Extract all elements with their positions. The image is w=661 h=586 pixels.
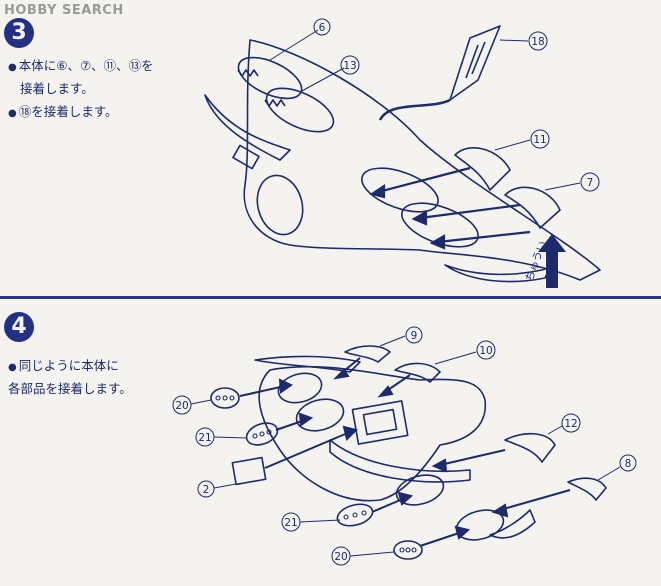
step-3-badge: 3	[4, 18, 34, 48]
part-12	[504, 432, 556, 463]
arrow-7b	[437, 230, 531, 244]
part-8	[567, 477, 607, 501]
part-18-tail-fin	[449, 25, 501, 101]
hobby-search-watermark: HOBBY SEARCH	[4, 3, 124, 18]
svg-text:8: 8	[625, 458, 632, 470]
svg-text:18: 18	[531, 36, 544, 48]
callout-13: 13	[299, 55, 360, 93]
arrow-7a	[419, 203, 521, 220]
step-divider	[0, 296, 661, 299]
side-ridge	[329, 439, 471, 483]
lower-fin	[489, 509, 536, 539]
callout-2: 2	[197, 480, 237, 498]
bullet-icon: ●	[8, 362, 17, 373]
svg-text:2: 2	[203, 484, 210, 496]
svg-text:12: 12	[564, 418, 577, 430]
nozzle-3	[395, 474, 445, 506]
step-3-text-1: 本体に⑥、⑦、⑪、⑬を	[18, 58, 154, 73]
step-3-text-3: ⑱を接着します。	[18, 104, 118, 119]
arrow-11	[377, 166, 471, 194]
callout-8: 8	[597, 454, 637, 481]
part-20-b	[393, 540, 423, 560]
part-9	[344, 345, 391, 363]
callout-20-a: 20	[172, 395, 212, 415]
step-3-instruction-1: ●本体に⑥、⑦、⑪、⑬を	[8, 52, 154, 81]
svg-text:6: 6	[319, 22, 326, 34]
callout-11: 11	[494, 129, 550, 151]
svg-text:21: 21	[284, 517, 297, 529]
center-block	[351, 400, 409, 445]
ship-wing-upper	[204, 94, 291, 161]
part-18-guide-line	[378, 98, 451, 121]
engine-pod-2	[265, 87, 335, 133]
part-2-plate	[231, 456, 267, 486]
step-4-badge: 4	[4, 312, 34, 342]
part-21-b	[336, 503, 374, 527]
step-4-panel: 4 ●同じように本体に 各部品を接着します。	[0, 300, 661, 586]
svg-text:11: 11	[533, 134, 546, 146]
bullet-icon: ●	[8, 62, 17, 73]
nozzle-1	[277, 372, 323, 404]
step-4-text-1: 同じように本体に	[18, 358, 119, 373]
part-21-a	[245, 422, 279, 446]
svg-text:20: 20	[334, 551, 347, 563]
engine-pod-3	[361, 167, 439, 213]
svg-text:20: 20	[175, 400, 188, 412]
svg-text:21: 21	[198, 432, 211, 444]
step-4-text-2: 各部品を接着します。	[8, 381, 132, 396]
callout-6: 6	[269, 18, 331, 61]
callout-10: 10	[434, 340, 496, 365]
nozzle-2	[295, 398, 345, 432]
svg-text:10: 10	[479, 345, 492, 357]
bullet-icon: ●	[8, 108, 17, 119]
part-11-intake	[454, 146, 511, 191]
step-3-instruction-3: ●⑱を接着します。	[8, 98, 118, 127]
engine-pod-1	[237, 56, 303, 100]
ship-body	[243, 39, 601, 281]
part-7-intake	[504, 186, 561, 229]
callout-9: 9	[379, 326, 423, 347]
step-4-instruction-1: ●同じように本体に	[8, 352, 119, 381]
callout-12: 12	[547, 413, 581, 435]
step-3-diagram: ちゅうい 6 13 18 11 7	[204, 18, 601, 288]
part-20-a	[210, 387, 240, 409]
step-3-text-2: 接着します。	[20, 81, 94, 96]
callout-7: 7	[544, 172, 600, 192]
svg-text:13: 13	[343, 60, 356, 72]
callout-21-b: 21	[281, 512, 341, 532]
callout-18: 18	[499, 31, 548, 51]
cockpit	[256, 174, 304, 236]
upper-fin	[254, 355, 361, 373]
callout-20-b: 20	[331, 546, 395, 566]
part-10	[394, 362, 441, 383]
svg-text:9: 9	[411, 330, 418, 342]
side-block	[232, 144, 260, 170]
step-4-instruction-2: 各部品を接着します。	[8, 375, 132, 402]
up-arrow-icon	[538, 234, 566, 288]
step-4-diagram: 9 10 20 21 2 12 8	[172, 326, 637, 566]
callout-21-a: 21	[195, 427, 247, 447]
svg-text:7: 7	[587, 177, 594, 189]
step-3-panel: 3 ●本体に⑥、⑦、⑪、⑬を 接着します。 ●⑱を接着します。	[4, 18, 601, 288]
step-3-instruction-2: 接着します。	[20, 75, 94, 102]
